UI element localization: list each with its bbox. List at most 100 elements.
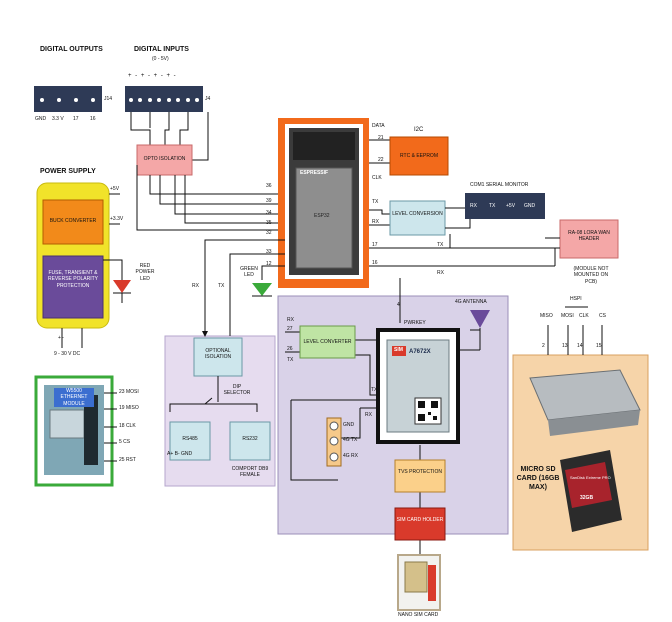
sd-num-13: 13 [562,343,568,349]
pin21-label: 21 [378,135,384,141]
modem-model: A7672X [409,349,431,355]
data-label: DATA [372,123,385,129]
digital-output-terminal [34,86,102,112]
sd-num-15: 15 [596,343,602,349]
digital-inputs-range: (0 - 5V) [152,56,169,62]
input-range-label: 9 - 30 V DC [54,351,81,357]
module-not-mounted-label: (MODULE NOT MOUNTED ON PCB) [573,266,609,285]
eth-pin-clk: 18 CLK [119,423,136,429]
digital-input-terminal [125,86,203,112]
esp-pin-33: 33 [266,249,272,255]
sd-card-brand: SanDisk Extreme PRO [570,475,611,480]
sd-socket [529,369,641,436]
esp-pin-36: 36 [266,183,272,189]
esp-pin-35: 35 [266,220,272,226]
esp-pin-39: 39 [266,198,272,204]
esp-pin-34: 34 [266,210,272,216]
lora-header-box [559,219,619,259]
do-pin-33v: 3.3 V [52,116,64,122]
com1-title: COM1 SERIAL MONITOR [470,182,529,188]
plus5v-label: +5V [110,186,120,192]
com1-pin-tx: TX [489,203,496,209]
com1-pin-5v: +5V [506,203,516,209]
esp-pin-12: 12 [266,261,272,267]
tvs-protection-label: TVS PROTECTION [398,469,442,475]
level-converter-label: LEVEL CONVERTER [303,339,352,345]
digital-inputs-title: DIGITAL INPUTS [134,46,189,53]
tx-label-lora: TX [437,242,444,248]
eth-pin-cs: 5 CS [119,439,131,445]
rs232-box [229,421,271,461]
plus33v-label: +3.3V [110,216,124,222]
micro-sd-label: MICRO SD CARD (16GB MAX) [516,466,560,491]
w5500-label: W5500 ETHERNET MODULE [54,388,94,407]
sd-pin-clk: CLK [579,313,589,319]
esp32-label: ESP32 [314,213,330,219]
rx-label-esp: RX [372,219,379,225]
rs485-pins-label: A+ B- GND [167,451,193,457]
sd-card [560,450,622,532]
buck-converter-label: BUCK CONVERTER [49,218,97,224]
do-pin-16: 16 [90,116,96,122]
com1-pin-rx: RX [470,203,477,209]
do-pin-gnd: GND [35,116,47,122]
pin22-label: 22 [378,157,384,163]
power-supply-title: POWER SUPPLY [40,168,96,175]
tx-modem-label: TX [287,357,294,363]
gnss-antenna-symbol [458,310,490,351]
lora-header-label: RA-08 LORA WAN HEADER [568,230,610,243]
pin27-label: 27 [287,326,293,332]
green-led-label: GREEN LED [240,266,258,279]
rs485-box [169,421,211,461]
pwrkey-label: PWRKEY [404,320,426,326]
hspi-label: HSPI [570,296,582,302]
green-led-symbol [252,265,285,297]
nano-sim-label: NANO SIM CARD [398,612,439,618]
rx-modem-label-2: RX [365,412,372,418]
digital-outputs-title: DIGITAL OUTPUTS [40,46,103,53]
digital-input-signs: + - + - + - + - [128,73,177,79]
optional-isolation-box [193,337,243,377]
i2c-label: I2C [414,127,424,133]
eth-pin-rst: 25 RST [119,457,136,463]
4g-tx-label: 4G TX [343,437,358,443]
sd-num-14: 14 [577,343,583,349]
gnd-pin-label: GND [343,422,355,428]
eth-pin-miso: 19 MISO [119,405,139,411]
tx-label-esp: TX [372,199,379,205]
sim-card-holder-label: SIM CARD HOLDER [396,517,444,523]
j14-label: J14 [104,96,113,102]
level-conversion-label: LEVEL CONVERSION [392,211,443,217]
fuse-protection-box [42,255,104,319]
sd-card-size: 32GB [580,495,594,501]
rtc-eeprom-label: RTC & EEPROM [400,153,438,159]
rx-modem-label: RX [287,317,294,323]
buck-converter-box [42,199,104,245]
j4-label: J4 [205,96,211,102]
red-led-symbol [113,280,131,303]
pin4-label: 4 [397,302,400,308]
com1-pin-gnd: GND [524,203,536,209]
rs232-label: RS232 [242,436,258,442]
level-converter-box [299,325,356,359]
pin16-label: 16 [372,260,378,266]
esp-pin-32: 32 [266,230,272,236]
rx-left-label: RX [192,283,199,289]
nano-sim-card [397,554,441,611]
pin17-label: 17 [372,242,378,248]
sd-pin-mosi: MOSI [561,313,574,319]
gnss-antenna-label: 4G ANTENNA [455,299,487,305]
do-pin-17: 17 [73,116,79,122]
opto-isolation-label: OPTO ISOLATION [143,156,186,162]
4g-pin-header [326,417,342,467]
sd-pin-miso: MISO [540,313,553,319]
eth-pin-mosi: 23 MOSI [119,389,139,395]
comport-label: COMPORT DB9 FEMALE [231,466,269,479]
sd-num-2: 2 [542,343,545,349]
rtc-eeprom-box [389,136,449,176]
4g-rx-label: 4G RX [343,453,359,459]
ps-polarity: + - [58,335,64,341]
sd-pin-cs: CS [599,313,606,319]
level-conversion-box [389,200,446,236]
